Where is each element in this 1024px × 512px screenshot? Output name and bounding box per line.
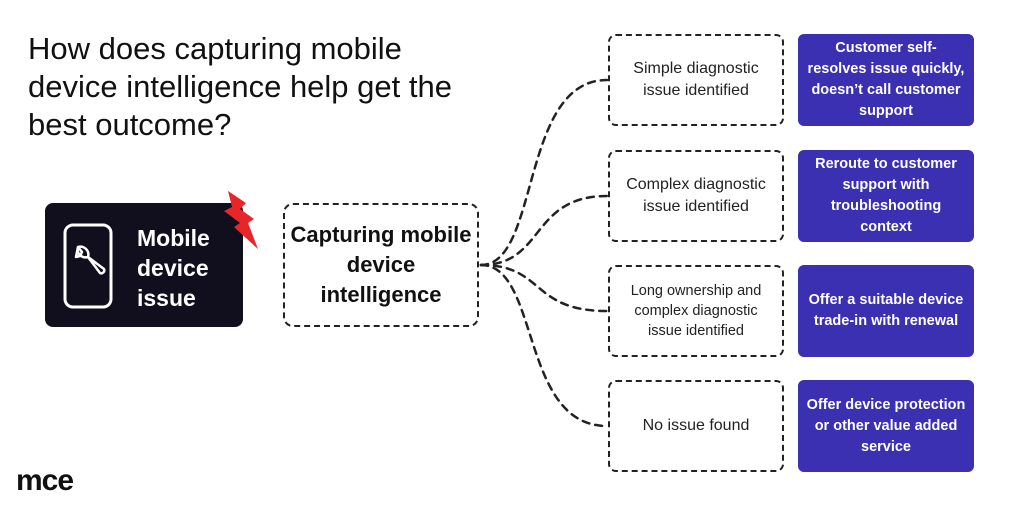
connector-2 [479, 194, 609, 267]
outcome-box-2: Complex diagnostic issue identified [608, 150, 784, 242]
page-title: How does capturing mobile device intelli… [28, 31, 452, 142]
phone-wrench-icon [63, 223, 113, 309]
action-box-2: Reroute to customer support with trouble… [798, 150, 974, 242]
outcome-box-1: Simple diagnostic issue identified [608, 34, 784, 126]
lightning-bolt-icon [224, 191, 258, 249]
center-label: Capturing mobile device intelligence [290, 222, 472, 307]
outcome-box-3: Long ownership and complex diagnostic is… [608, 265, 784, 357]
issue-label: Mobile device issue [137, 225, 210, 311]
connector-3 [479, 263, 609, 313]
mce-logo: mce [16, 464, 74, 497]
mobile-device-issue-box: Mobile device issue [45, 203, 243, 327]
capturing-intelligence-box: Capturing mobile device intelligence [283, 203, 479, 327]
connector-1 [479, 78, 609, 267]
action-box-3: Offer a suitable device trade-in with re… [798, 265, 974, 357]
connector-4 [479, 263, 609, 428]
action-box-1: Customer self-resolves issue quickly, do… [798, 34, 974, 126]
outcome-box-4: No issue found [608, 380, 784, 472]
action-box-4: Offer device protection or other value a… [798, 380, 974, 472]
